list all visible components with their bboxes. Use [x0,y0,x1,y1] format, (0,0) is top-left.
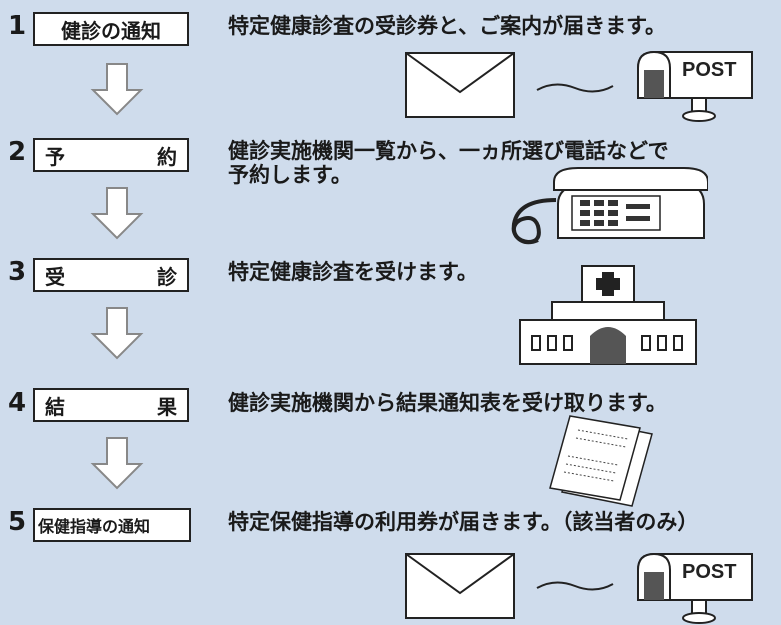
step-2-label-right: 約 [157,144,177,169]
step-3-label-left: 受 [45,264,65,289]
down-arrow-icon [90,437,144,490]
document-icon [549,415,653,507]
step-3-label: 受 診 [33,258,189,292]
step-4-label: 結 果 [33,388,189,422]
mailbox-icon: POST [637,50,753,122]
step-4-label-left: 結 [45,394,65,419]
step-2-description-line-1: 健診実施機関一覧から、一ヵ所選び電話などで [228,139,669,163]
step-5-description: 特定保健指導の利用券が届きます。（該当者のみ） [228,510,699,534]
down-arrow-icon [90,307,144,360]
step-2-number: 2 [8,137,27,167]
step-2-label-left: 予 [45,144,65,169]
step-3-description: 特定健康診査を受けます。 [228,260,478,284]
step-4-number: 4 [8,388,27,418]
step-1-label: 健診の通知 [33,12,189,46]
envelope-icon [405,553,515,619]
telephone-icon [511,167,708,245]
step-1-number: 1 [8,11,27,41]
connector-wave [536,581,614,591]
step-1-description: 特定健康診査の受診券と、ご案内が届きます。 [228,14,667,38]
connector-wave [536,83,614,93]
svg-text:POST: POST [682,59,736,81]
step-2-description-line-2: 予約します。 [228,163,352,187]
mailbox-icon: POST [637,552,753,624]
step-3-number: 3 [8,257,27,287]
step-2-label: 予 約 [33,138,189,172]
step-5-number: 5 [8,507,27,537]
envelope-icon [405,52,515,118]
hospital-icon [519,265,697,365]
down-arrow-icon [90,63,144,116]
step-4-label-right: 果 [157,394,177,419]
down-arrow-icon [90,187,144,240]
step-5-label: 保健指導の通知 [33,508,191,542]
svg-text:POST: POST [682,561,736,583]
step-3-label-right: 診 [157,264,177,289]
step-4-description: 健診実施機関から結果通知表を受け取ります。 [228,391,667,415]
